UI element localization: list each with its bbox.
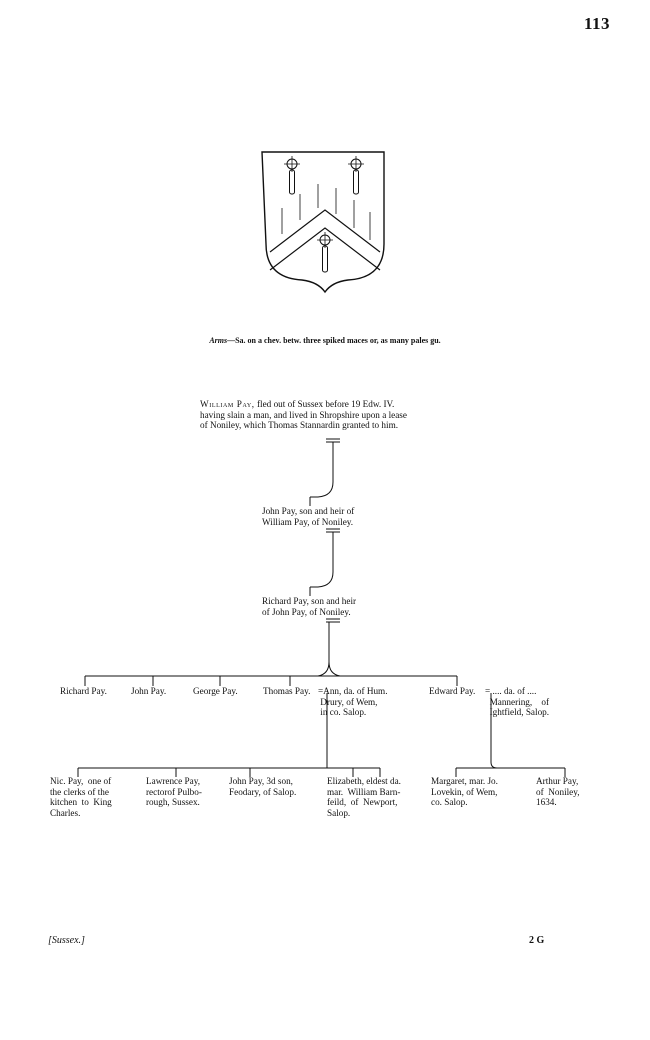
footer-county: [Sussex.] xyxy=(48,935,85,946)
footer-county-text: [Sussex.] xyxy=(48,935,85,946)
footer-signature-mark: 2 G xyxy=(529,935,544,946)
